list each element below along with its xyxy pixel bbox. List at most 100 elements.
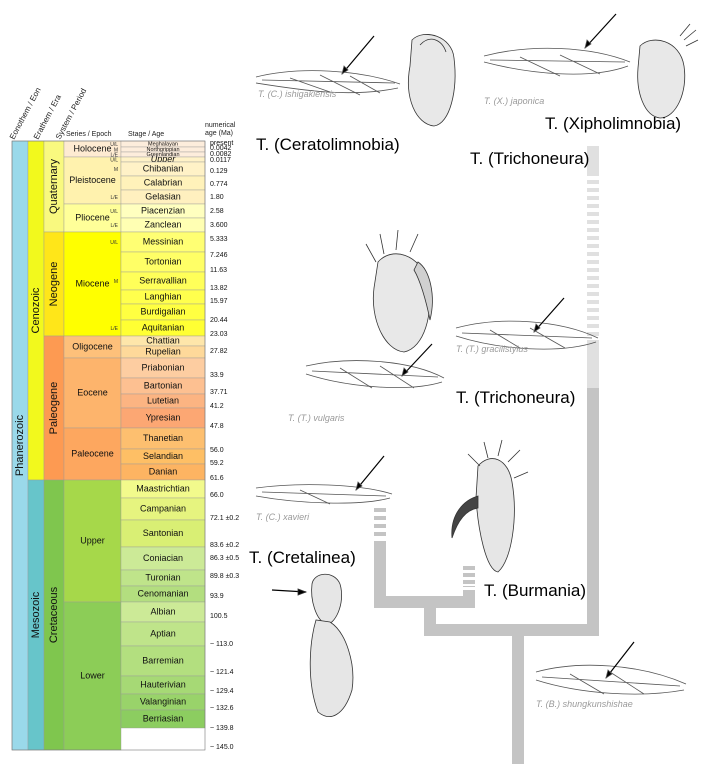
fossil-record-mark [463,566,475,570]
stage-lutetian-label: Lutetian [147,395,179,405]
lineage-gap-dash [587,296,599,300]
lineage-gap-dash [374,537,386,541]
stage-gelasian-label: Gelasian [145,191,181,201]
stage-aquitanian-label: Aquitanian [142,322,185,332]
sub-epoch-marker: U/L [110,209,118,215]
sub-epoch-marker: U/L [110,240,118,246]
extant-record-mark [587,340,599,344]
lineage-gap-dash [587,216,599,220]
fossil-record-mark [374,516,386,520]
extant-record-mark [587,236,599,240]
cretalinea-lineage-bar [374,540,386,608]
age-value: 3.600 [210,222,228,229]
trichoneura-fossil-bar [587,388,599,635]
stage-coniacian-label: Coniacian [143,553,183,563]
species-label-xavieri: T. (C.) xavieri [256,512,310,522]
extant-record-mark [587,268,599,272]
lineage-gap-dash [587,264,599,268]
stage-chattian-label: Chattian [146,335,180,345]
epoch-miocene-label: Miocene [75,278,109,288]
eon-phanerozoic-label: Phanerozoic [14,414,26,476]
age-value: 20.44 [210,317,228,324]
age-value: 27.82 [210,348,228,355]
sub-epoch-marker: M [114,279,118,285]
header-age-line1: numerical [205,122,236,129]
taxon-label-cretalinea: T. (Cretalinea) [249,548,356,567]
fossil-record-mark [374,524,386,528]
genitalia-drawing-trichoneura [366,230,432,352]
lineage-gap-dash [587,184,599,188]
age-value: 0.129 [210,168,228,175]
lineage-gap-dash [587,312,599,316]
age-value: 0.0117 [210,157,231,164]
epoch-pleistocene-label: Pleistocene [69,175,116,185]
stage-barremian-label: Barremian [142,655,184,665]
stage-serravallian-label: Serravallian [139,275,187,285]
root-branch-bar [424,624,599,636]
extant-record-mark [587,244,599,248]
age-value: 13.82 [210,285,228,292]
age-value: 61.6 [210,475,224,482]
wing-drawing-vulgaris [306,344,444,388]
extant-record-mark [587,180,599,184]
lineage-gap-dash [587,272,599,276]
age-value: ~ 145.0 [210,744,234,751]
lineage-gap-dash [587,288,599,292]
stage-burdigalian-label: Burdigalian [140,306,185,316]
taxon-label-trichoneura-mid: T. (Trichoneura) [456,388,575,407]
lineage-gap-dash [587,328,599,332]
header-stage: Stage / Age [128,131,164,138]
lineage-gap-dash [587,240,599,244]
age-value: 66.0 [210,492,224,499]
epoch-upper-label: Upper [80,535,105,545]
lineage-gap-dash [463,587,475,590]
stage-messinian-label: Messinian [143,236,184,246]
lineage-gap-dash [587,232,599,236]
age-value: 56.0 [210,447,224,454]
stage-thanetian-label: Thanetian [143,433,183,443]
wing-drawing-ishigakiensis [256,36,400,95]
extant-record-mark [587,292,599,296]
lineage-gap-dash [587,208,599,212]
extant-record-mark [587,204,599,208]
age-value: 15.97 [210,298,228,305]
wing-drawing-japonica [484,14,630,76]
epoch-lower-label: Lower [80,670,105,680]
species-label-ishigakiensis: T. (C.) ishigakiensis [258,89,337,99]
genitalia-drawing-cretalinea [272,574,353,716]
wing-drawing-xavieri [256,456,392,504]
lineage-gap-dash [587,176,599,180]
lineage-gap-dash [587,224,599,228]
age-value: 86.3 ±0.5 [210,555,239,562]
age-value: 5.333 [210,236,228,243]
species-label-vulgaris: T. (T.) vulgaris [288,413,345,423]
lineage-gap-dash [587,248,599,252]
age-value: 47.8 [210,423,224,430]
sub-epoch-marker: M [114,167,118,173]
age-value: 2.58 [210,208,224,215]
age-value: 33.9 [210,372,224,379]
stage-langhian-label: Langhian [144,291,181,301]
age-value: 41.2 [210,403,224,410]
species-label-shungkunshishae: T. (B.) shungkunshishae [536,699,633,709]
epoch-paleocene-label: Paleocene [71,448,114,458]
age-value: 89.8 ±0.3 [210,573,239,580]
lineage-gap-dash [587,304,599,308]
extant-record-mark [587,308,599,312]
numerical-age-column: present0.00420.00820.01170.1290.7741.802… [210,140,239,751]
age-value: ~ 121.4 [210,669,234,676]
extant-record-mark [587,228,599,232]
age-value: 0.774 [210,181,228,188]
sub-epoch-marker: L/E [110,195,118,201]
age-value: ~ 132.6 [210,705,234,712]
extant-record-mark [587,252,599,256]
epoch-oligocene-label: Oligocene [72,341,113,351]
age-value: 1.80 [210,194,224,201]
age-value: 37.71 [210,389,228,396]
genitalia-drawing-burmania [452,440,528,572]
era-mesozoic-label: Mesozoic [30,591,42,638]
epoch-eocene-label: Eocene [77,387,108,397]
extant-record-mark [587,316,599,320]
